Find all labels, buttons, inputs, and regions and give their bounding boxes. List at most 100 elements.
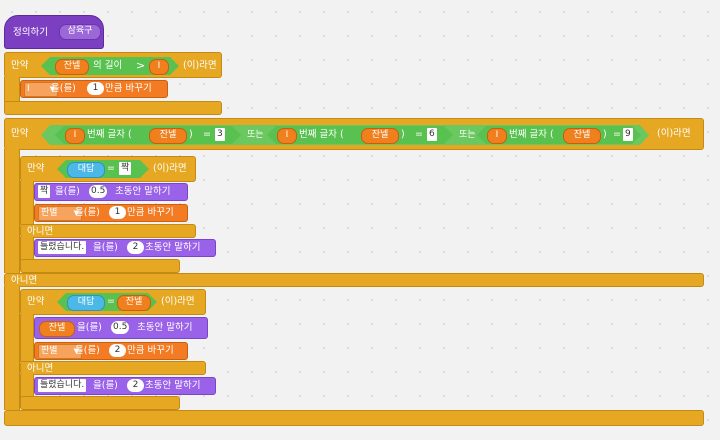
else-arm — [20, 237, 34, 261]
var-i[interactable]: I — [149, 59, 169, 75]
define-label: 정의하기 — [13, 27, 48, 38]
if-block-369[interactable]: 만약 I 번째 글자 ( 잔넬 ) = 3 또는 I 번째 글자 ( 잔넬 ) … — [4, 118, 704, 150]
define-name-field[interactable]: 삼육구 — [59, 24, 101, 40]
say-for-secs-block[interactable]: 틀렸습니다. 을(를) 2 초동안 말하기 — [34, 239, 216, 257]
say-mid: 을(를) — [55, 186, 80, 197]
eq-value-3[interactable]: 3 — [217, 129, 223, 139]
change-i-block[interactable]: I 을(를) 1 만큼 바꾸기 — [20, 80, 168, 98]
if-label: 만약 — [27, 296, 45, 307]
say-suffix: 초동안 말하기 — [137, 322, 193, 333]
change-value[interactable]: 1 — [87, 82, 104, 95]
var-i[interactable]: I — [487, 128, 507, 144]
else-label: 아니면 — [27, 226, 54, 237]
if-arm — [20, 314, 34, 362]
say-suffix: 초동안 말하기 — [115, 186, 171, 197]
else-bar: 아니면 — [20, 224, 196, 238]
eq-op: = — [107, 296, 115, 307]
eq-op: = — [107, 163, 115, 174]
say-mid: 을(를) — [93, 380, 118, 391]
say-mid: 을(를) — [77, 322, 102, 333]
eq-op: = — [415, 129, 423, 140]
var-dropdown[interactable]: 판별 — [38, 206, 82, 221]
say-secs[interactable]: 0.5 — [89, 185, 108, 198]
char-text: 번째 글자 ( — [299, 129, 344, 140]
if-else-end — [4, 410, 704, 426]
say-text[interactable]: 틀렸습니다. — [38, 241, 87, 254]
or-block[interactable]: I 번째 글자 ( 잔넬 ) = 3 또는 I 번째 글자 ( 잔넬 ) = 6… — [41, 125, 649, 145]
else-bar: 아니면 — [4, 273, 704, 287]
close-paren: ) — [401, 129, 405, 140]
var-dropdown-i[interactable]: I — [24, 82, 58, 97]
compare-eq-2[interactable]: I 번째 글자 ( 잔넬 ) = 6 — [267, 126, 453, 144]
compare-gt[interactable]: 잔넬 의 길이 > I — [41, 57, 179, 75]
length-text: 의 길이 — [93, 60, 123, 71]
var-zannel[interactable]: 잔넬 — [117, 295, 151, 311]
if-block-answer-jjak[interactable]: 만약 대답 = 짝 (이)라면 — [20, 156, 196, 182]
change-value[interactable]: 2 — [109, 344, 126, 357]
eq-op: = — [613, 129, 621, 140]
eq-value-6[interactable]: 6 — [429, 129, 435, 139]
var-i[interactable]: I — [65, 128, 85, 144]
change-value[interactable]: 1 — [109, 206, 126, 219]
else-label: 아니면 — [11, 275, 38, 286]
compare-eq-3[interactable]: I 번째 글자 ( 잔넬 ) = 9 — [477, 126, 641, 144]
compare-answer[interactable]: 대답 = 짝 — [57, 160, 149, 178]
say-for-secs-block[interactable]: 잔넬 을(를) 0.5 초동안 말하기 — [34, 317, 208, 339]
var-zannel[interactable]: 잔넬 — [149, 128, 187, 144]
var-zannel[interactable]: 잔넬 — [39, 321, 75, 337]
say-suffix: 초동안 말하기 — [145, 242, 201, 253]
close-paren: ) — [189, 129, 193, 140]
if-arm — [4, 149, 20, 273]
say-secs[interactable]: 2 — [127, 241, 144, 254]
if-end — [4, 101, 222, 115]
if-label: 만약 — [11, 128, 29, 139]
say-mid: 을(를) — [93, 242, 118, 253]
else-bar: 아니면 — [20, 361, 206, 375]
say-for-secs-block[interactable]: 짝 을(를) 0.5 초동안 말하기 — [34, 183, 188, 201]
if-block-answer-zannel[interactable]: 만약 대답 = 잔넬 (이)라면 — [20, 289, 206, 315]
char-text: 번째 글자 ( — [509, 129, 554, 140]
change-suffix: 만큼 바꾸기 — [105, 83, 152, 94]
say-secs[interactable]: 0.5 — [111, 321, 130, 334]
answer-reporter[interactable]: 대답 — [67, 162, 105, 178]
if-block-length[interactable]: 만약 잔넬 의 길이 > I (이)라면 — [4, 52, 222, 78]
or-label: 또는 — [247, 130, 264, 140]
then-label: (이)라면 — [657, 128, 691, 139]
if-end — [20, 259, 180, 273]
else-label: 아니면 — [27, 363, 54, 374]
eq-value[interactable]: 짝 — [121, 163, 130, 173]
if-arm — [4, 77, 20, 103]
gt-op: > — [136, 59, 146, 72]
say-for-secs-block[interactable]: 틀렸습니다. 을(를) 2 초동안 말하기 — [34, 377, 216, 395]
close-paren: ) — [603, 129, 607, 140]
say-suffix: 초동안 말하기 — [145, 380, 201, 391]
change-var-block[interactable]: 판별 을(를) 2 만큼 바꾸기 — [34, 342, 188, 360]
compare-answer[interactable]: 대답 = 잔넬 — [57, 293, 157, 311]
eq-value-9[interactable]: 9 — [625, 129, 631, 139]
eq-op: = — [203, 129, 211, 140]
else-arm — [20, 374, 34, 398]
var-zannel[interactable]: 잔넬 — [563, 128, 601, 144]
var-i[interactable]: I — [277, 128, 297, 144]
answer-reporter[interactable]: 대답 — [67, 295, 105, 311]
if-label: 만약 — [11, 60, 29, 71]
compare-eq-1[interactable]: I 번째 글자 ( 잔넬 ) = 3 — [55, 126, 241, 144]
var-zannel[interactable]: 잔넬 — [361, 128, 399, 144]
char-text: 번째 글자 ( — [87, 129, 132, 140]
var-zannel[interactable]: 잔넬 — [55, 59, 89, 75]
if-arm — [20, 181, 34, 225]
by-text: 을(를) — [51, 83, 76, 94]
then-label: (이)라면 — [183, 60, 217, 71]
change-mid: 을(를) — [75, 207, 100, 218]
define-block[interactable]: 정의하기 삼육구 — [4, 15, 104, 49]
if-label: 만약 — [27, 163, 45, 174]
var-dropdown[interactable]: 판별 — [38, 344, 82, 359]
change-var-block[interactable]: 판별 을(를) 1 만큼 바꾸기 — [34, 204, 188, 222]
then-label: (이)라면 — [153, 163, 187, 174]
say-secs[interactable]: 2 — [127, 379, 144, 392]
else-arm — [4, 286, 20, 410]
change-mid: 을(를) — [75, 345, 100, 356]
say-text[interactable]: 짝 — [38, 185, 51, 198]
say-text[interactable]: 틀렸습니다. — [38, 379, 87, 392]
change-suffix: 만큼 바꾸기 — [127, 345, 174, 356]
